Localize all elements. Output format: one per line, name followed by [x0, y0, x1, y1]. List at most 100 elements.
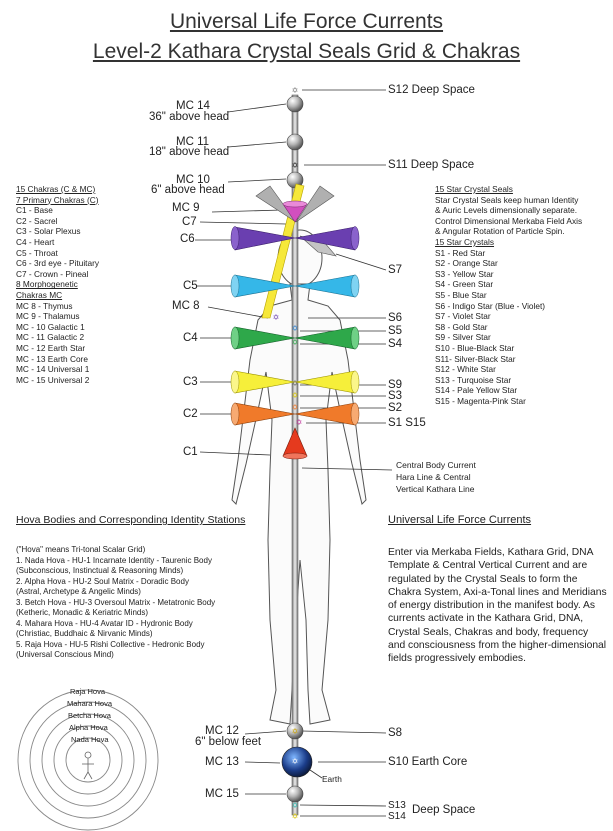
svg-text:✡: ✡ [292, 403, 299, 412]
label-s5: S5 [388, 325, 403, 337]
morph-heading: 8 Morphogenetic [16, 279, 78, 290]
list-item: S1 - Red Star [435, 247, 486, 258]
svg-text:✡: ✡ [292, 812, 299, 821]
label-central3: Vertical Kathara Line [396, 484, 475, 494]
mc15-sphere [286, 785, 304, 803]
list-item: S4 - Green Star [435, 279, 494, 290]
label-mc10: MC 10 [176, 174, 210, 186]
ulf-body: Enter via Merkaba Fields, Kathara Grid, … [388, 547, 607, 665]
list-item: S8 - Gold Star [435, 321, 488, 332]
human-silhouette [231, 229, 367, 725]
stars-desc-line: & Auric Levels dimensionally separate. [435, 205, 578, 216]
list-item: C2 - Sacrel [16, 215, 58, 226]
label-mc9: MC 9 [172, 202, 200, 214]
list-item: C3 - Solar Plexus [16, 226, 81, 237]
stars-heading-2: 15 Star Crystals [435, 236, 495, 247]
label-s8: S8 [388, 727, 403, 739]
mc11-sphere [286, 133, 304, 151]
ring-label-betcha: Betcha Hova [68, 711, 111, 720]
stars-heading: 15 Star Crystal Seals [435, 184, 513, 194]
list-item: S11- Silver-Black Star [435, 353, 516, 364]
list-item: C5 - Throat [16, 247, 58, 258]
hova-line: ("Hova" means Tri-tonal Scalar Grid) [16, 545, 146, 554]
label-s1-s15: S1 S15 [388, 417, 426, 429]
svg-text:✡: ✡ [292, 727, 299, 736]
stars-desc-line: & Angular Rotation of Particle Spin. [435, 226, 565, 237]
label-mc12: MC 12 [205, 725, 239, 737]
stars-list: 15 Star Crystal Seals Star Crystal Seals… [435, 184, 582, 406]
ring-label-alpha: Alpha Hova [69, 723, 108, 732]
list-item: S9 - Silver Star [435, 332, 491, 343]
svg-text:✡: ✡ [292, 338, 299, 347]
list-item: S12 - White Star [435, 364, 496, 375]
list-item: S7 - Violet Star [435, 311, 491, 322]
label-central2: Hara Line & Central [396, 472, 471, 482]
label-s7: S7 [388, 264, 403, 276]
label-earth: Earth [322, 774, 342, 784]
hova-line: 4. Mahara Hova - HU-4 Avatar ID - Hydron… [16, 618, 193, 628]
list-item: MC - 15 Universal 2 [16, 374, 90, 385]
svg-text:✡: ✡ [292, 324, 299, 333]
label-c1: C1 [183, 446, 198, 458]
svg-text:✡: ✡ [292, 391, 299, 400]
mc9-cone-right [295, 185, 335, 223]
label-s11: S11 Deep Space [388, 159, 475, 171]
label-s10: S10 Earth Core [388, 756, 468, 768]
stars-desc-line: Star Crystal Seals keep human Identity [435, 194, 579, 205]
list-item: S5 - Blue Star [435, 289, 487, 300]
hova-heading: Hova Bodies and Corresponding Identity S… [16, 514, 246, 526]
label-mc10-sub: 6" above head [151, 184, 225, 196]
hova-line: 3. Betch Hova - HU-3 Oversoul Matrix - M… [16, 597, 216, 607]
hova-line: (Universal Conscious Mind) [16, 650, 114, 659]
list-item: MC 8 - Thymus [16, 300, 73, 311]
list-item: S13 - Turquoise Star [435, 374, 512, 385]
label-mc15: MC 15 [205, 788, 239, 800]
label-s14: S14 [388, 811, 406, 822]
list-item: S14 - Pale Yellow Star [435, 385, 518, 396]
list-item: C7 - Crown - Pineal [16, 268, 89, 279]
ring-label-mahara: Mahara Hova [67, 699, 113, 708]
chakras-list: 15 Chakras (C & MC) 7 Primary Chakras (C… [16, 184, 99, 385]
label-s12: S12 Deep Space [388, 84, 475, 96]
list-item: C4 - Heart [16, 236, 55, 247]
hova-line: (Astral, Archetype & Angelic Minds) [16, 587, 141, 596]
hova-rings [17, 689, 159, 831]
hova-line: 2. Alpha Hova - HU-2 Soul Matrix - Dorad… [16, 576, 189, 586]
hova-line: (Ketheric, Monadic & Keriatric Minds) [16, 608, 149, 617]
label-c2: C2 [183, 408, 198, 420]
hova-line: 5. Raja Hova - HU-5 Rishi Collective - H… [16, 639, 205, 649]
svg-text:✡: ✡ [292, 801, 299, 810]
mc14-sphere [286, 95, 304, 113]
ring-label-nada: Nada Hova [71, 735, 109, 744]
label-deep-space: Deep Space [412, 804, 476, 816]
hova-line: 1. Nada Hova - HU-1 Incarnate Identity -… [16, 555, 212, 565]
hova-center-figure [82, 751, 94, 780]
svg-text:✡: ✡ [292, 86, 299, 95]
label-mc11: MC 11 [176, 136, 210, 148]
label-s9: S9 [388, 379, 403, 391]
label-c4: C4 [183, 332, 198, 344]
stars-desc-line: Control Dimensional Merkaba Field Axis [435, 215, 583, 226]
list-item: C6 - 3rd eye - Pituitary [16, 258, 99, 269]
svg-text:✡: ✡ [292, 757, 299, 766]
list-item: S6 - Indigo Star (Blue - Violet) [435, 300, 546, 311]
list-item: S2 - Orange Star [435, 258, 498, 269]
label-c7: C7 [182, 216, 197, 228]
label-s4: S4 [388, 338, 403, 350]
label-s3: S3 [388, 390, 403, 402]
page-subtitle: Level-2 Kathara Crystal Seals Grid & Cha… [92, 40, 521, 63]
list-item: MC - 13 Earth Core [16, 353, 88, 364]
label-c3: C3 [183, 376, 198, 388]
list-item: MC - 10 Galactic 1 [16, 321, 85, 332]
morph-heading-2: Chakras MC [16, 289, 63, 300]
star-seals: ✡ ✡ ✡ ✡ ✡ ✡ ✡ ✡ ✡ ✡ ✡ ✡ ✡ [273, 86, 303, 821]
hova-list: ("Hova" means Tri-tonal Scalar Grid) 1. … [16, 545, 215, 661]
primary-heading: 7 Primary Chakras (C) [16, 194, 99, 205]
earth-core-sphere [281, 746, 313, 778]
hova-line: (Subconscious, Instinctual & Reasoning M… [16, 566, 184, 575]
label-s2: S2 [388, 402, 403, 414]
list-item: S3 - Yellow Star [435, 268, 494, 279]
svg-text:✡: ✡ [292, 161, 299, 170]
list-item: MC - 12 Earth Star [16, 342, 86, 353]
mc12-sphere [286, 722, 304, 740]
